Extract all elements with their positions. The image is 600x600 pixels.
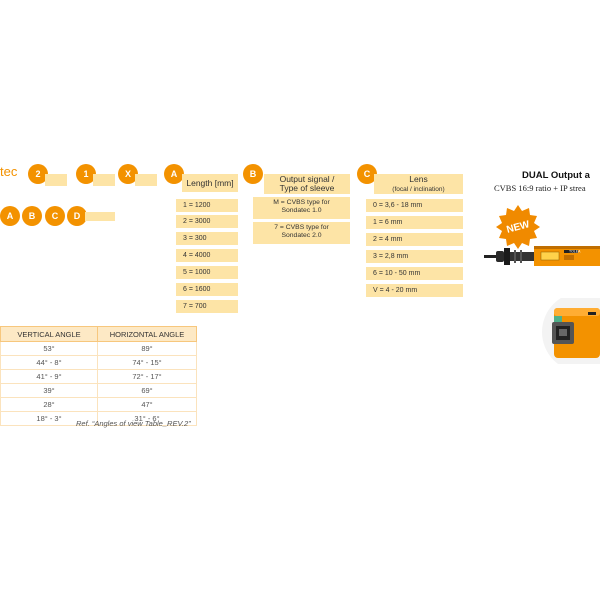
camera-brand-label: TOLEA xyxy=(569,250,581,254)
output-option-line1: M = CVBS type for xyxy=(273,199,330,206)
table-row: 39° 69° xyxy=(0,383,197,398)
code-slot-3 xyxy=(135,174,157,186)
abcd-circle-c: C xyxy=(45,206,65,226)
abcd-slot xyxy=(85,212,115,221)
length-option: 3 = 300 xyxy=(176,232,238,245)
lens-option: 6 = 10 - 50 mm xyxy=(366,267,463,280)
output-option-line2: Sondatec 2.0 xyxy=(281,232,322,239)
lens-option: 1 = 6 mm xyxy=(366,216,463,229)
table-reference: Ref. “Angles of view Table_REV.2” xyxy=(76,419,191,428)
output-option: M = CVBS type for Sondatec 1.0 xyxy=(253,197,350,219)
table-cell: 89° xyxy=(97,341,197,356)
lens-option: 3 = 2,8 mm xyxy=(366,250,463,263)
product-subtitle: CVBS 16:9 ratio + IP strea xyxy=(494,183,586,193)
table-row: 41° - 9° 72° - 17° xyxy=(0,369,197,384)
table-cell: 69° xyxy=(97,383,197,398)
product-title: DUAL Output a xyxy=(522,170,590,181)
angles-table: VERTICAL ANGLE HORIZONTAL ANGLE 53° 89° … xyxy=(0,326,197,426)
table-cell: 28° xyxy=(0,397,98,412)
table-cell: 47° xyxy=(97,397,197,412)
length-option: 2 = 3000 xyxy=(176,215,238,228)
brand-name: tec xyxy=(0,164,18,179)
code-circle-1: 2 xyxy=(28,164,48,184)
lens-option: 0 = 3,6 - 18 mm xyxy=(366,199,463,212)
code-slot-2 xyxy=(93,174,115,186)
length-option: 7 = 700 xyxy=(176,300,238,313)
new-badge: NEW xyxy=(496,205,540,249)
length-option: 5 = 1000 xyxy=(176,266,238,279)
table-row: 18° - 3° 31° - 6° xyxy=(0,411,197,426)
lens-option: V = 4 - 20 mm xyxy=(366,284,463,297)
table-cell: 41° - 9° xyxy=(0,369,98,384)
camera-probe-image: TOLEA xyxy=(484,246,600,266)
output-header-line2: Type of sleeve xyxy=(279,183,335,193)
lens-option: 2 = 4 mm xyxy=(366,233,463,246)
abcd-circle-a: A xyxy=(0,206,20,226)
output-option: 7 = CVBS type for Sondatec 2.0 xyxy=(253,222,350,244)
table-cell: 44° - 8° xyxy=(0,355,98,370)
code-slot-1 xyxy=(45,174,67,186)
table-row: 53° 89° xyxy=(0,341,197,356)
table-header-vertical: VERTICAL ANGLE xyxy=(0,326,98,342)
code-circle-a: A xyxy=(164,164,184,184)
abcd-circle-b: B xyxy=(22,206,42,226)
code-circle-c: C xyxy=(357,164,377,184)
table-row: 28° 47° xyxy=(0,397,197,412)
lens-header-label: Lens xyxy=(409,173,428,184)
table-cell: 53° xyxy=(0,341,98,356)
length-option: 1 = 1200 xyxy=(176,199,238,212)
output-header-line1: Output signal / xyxy=(279,174,335,184)
lens-subheader: (focal / inclination) xyxy=(392,185,445,193)
table-cell: 31° - 6° xyxy=(97,411,197,426)
code-circle-b: B xyxy=(243,164,263,184)
junction-box-image xyxy=(542,298,600,364)
length-header: Length [mm] xyxy=(182,174,238,192)
code-circle-2: 1 xyxy=(76,164,96,184)
length-option: 4 = 4000 xyxy=(176,249,238,262)
table-cell: 72° - 17° xyxy=(97,369,197,384)
table-cell: 74° - 15° xyxy=(97,355,197,370)
length-header-label: Length [mm] xyxy=(186,177,234,188)
table-header-horizontal: HORIZONTAL ANGLE xyxy=(97,326,197,342)
output-option-line1: 7 = CVBS type for xyxy=(274,224,329,231)
abcd-circle-d: D xyxy=(67,206,87,226)
lens-header: Lens (focal / inclination) xyxy=(374,174,463,194)
code-circle-3: X xyxy=(118,164,138,184)
output-header: Output signal / Type of sleeve xyxy=(264,174,350,194)
length-option: 6 = 1600 xyxy=(176,283,238,296)
table-row: 44° - 8° 74° - 15° xyxy=(0,355,197,370)
table-cell: 39° xyxy=(0,383,98,398)
output-option-line2: Sondatec 1.0 xyxy=(281,207,322,214)
